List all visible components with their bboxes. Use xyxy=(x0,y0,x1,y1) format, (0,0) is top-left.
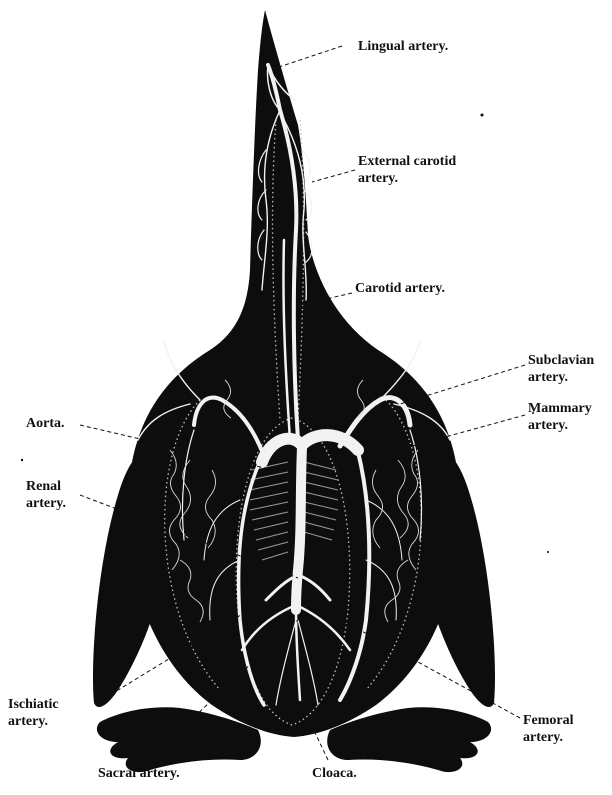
leader-external-carotid xyxy=(312,170,355,182)
label-femoral-artery: Femoral artery. xyxy=(523,712,574,746)
label-cloaca: Cloaca. xyxy=(312,765,357,782)
aorta-trunk xyxy=(296,448,302,610)
label-aorta: Aorta. xyxy=(26,415,65,432)
label-renal-artery: Renal artery. xyxy=(26,478,66,512)
label-sacral-artery: Sacral artery. xyxy=(98,765,180,782)
label-carotid-artery: Carotid artery. xyxy=(355,280,445,297)
label-external-carotid-artery: External carotid artery. xyxy=(358,153,456,187)
label-mammary-artery: Mammary artery. xyxy=(528,400,592,434)
label-subclavian-artery: Subclavian artery. xyxy=(528,352,594,386)
label-ischiatic-artery: Ischiatic artery. xyxy=(8,696,59,730)
leader-lingual xyxy=(276,46,342,68)
label-lingual-artery: Lingual artery. xyxy=(358,38,448,55)
